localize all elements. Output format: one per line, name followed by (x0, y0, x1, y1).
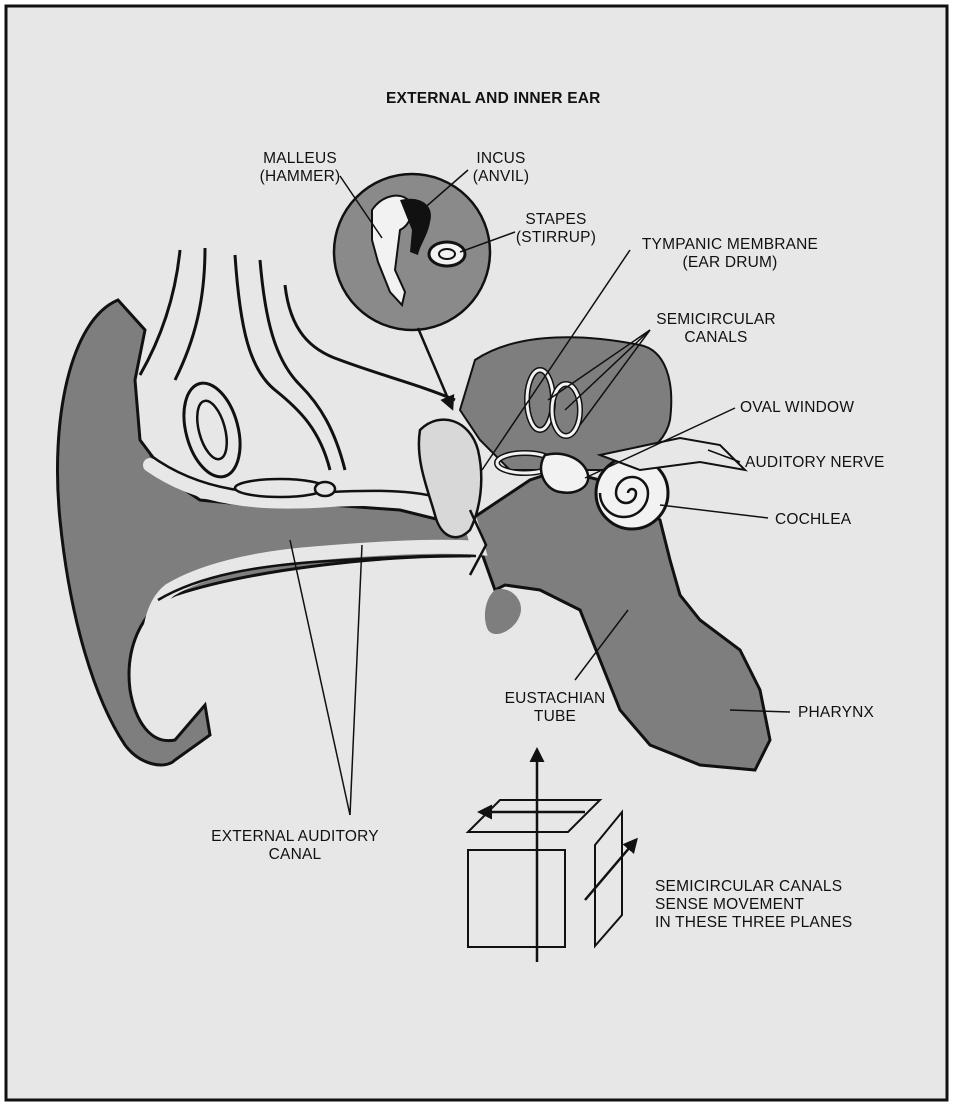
label-pharynx: PHARYNX (798, 704, 874, 722)
diagram-title: EXTERNAL AND INNER EAR (386, 90, 601, 108)
label-malleus-line1: MALLEUS (240, 150, 360, 168)
label-malleus-line2: (HAMMER) (240, 168, 360, 186)
label-tympanic-line2: (EAR DRUM) (630, 254, 830, 272)
label-planes-line2: SENSE MOVEMENT (655, 896, 852, 914)
label-cochlea: COCHLEA (775, 511, 851, 529)
lower-pill-small (315, 482, 335, 496)
label-external-auditory-canal: EXTERNAL AUDITORY CANAL (190, 828, 400, 864)
label-incus-line1: INCUS (456, 150, 546, 168)
label-planes-line1: SEMICIRCULAR CANALS (655, 878, 852, 896)
label-semicircular-canals: SEMICIRCULAR CANALS (646, 311, 786, 347)
label-auditory-nerve: AUDITORY NERVE (745, 454, 884, 472)
label-incus: INCUS (ANVIL) (456, 150, 546, 186)
label-stapes: STAPES (STIRRUP) (506, 211, 606, 247)
lower-pill (235, 479, 325, 497)
label-stapes-line1: STAPES (506, 211, 606, 229)
label-semicircular-line1: SEMICIRCULAR (646, 311, 786, 329)
label-canal-line1: EXTERNAL AUDITORY (190, 828, 400, 846)
label-canal-line2: CANAL (190, 846, 400, 864)
label-semicircular-line2: CANALS (646, 329, 786, 347)
label-eustachian-line2: TUBE (500, 708, 610, 726)
label-incus-line2: (ANVIL) (456, 168, 546, 186)
label-malleus: MALLEUS (HAMMER) (240, 150, 360, 186)
label-eustachian-line1: EUSTACHIAN (500, 690, 610, 708)
label-eustachian-tube: EUSTACHIAN TUBE (500, 690, 610, 726)
label-tympanic-line1: TYMPANIC MEMBRANE (630, 236, 830, 254)
label-oval-window: OVAL WINDOW (740, 399, 854, 417)
label-tympanic-membrane: TYMPANIC MEMBRANE (EAR DRUM) (630, 236, 830, 272)
stapes-shape (429, 242, 465, 266)
label-stapes-line2: (STIRRUP) (506, 229, 606, 247)
label-planes-line3: IN THESE THREE PLANES (655, 914, 852, 932)
label-planes-note: SEMICIRCULAR CANALS SENSE MOVEMENT IN TH… (655, 878, 852, 932)
